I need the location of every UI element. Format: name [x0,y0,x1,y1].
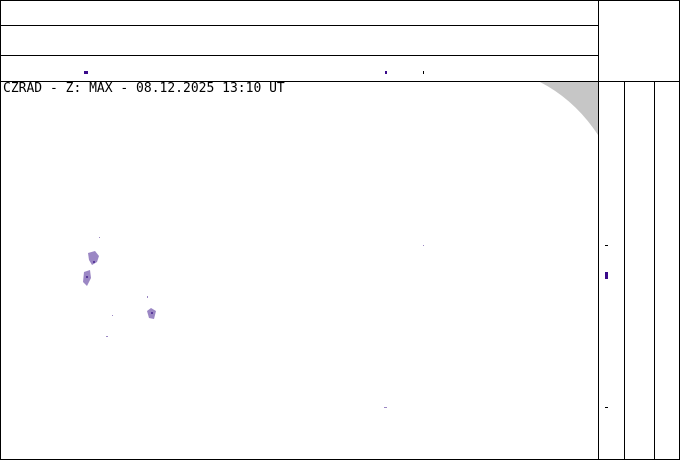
legend-column-divider-1 [624,81,625,460]
echo-speck [423,245,424,246]
out-of-range-area [540,82,598,135]
right-panel-divider [598,0,599,460]
echo-cluster-center [106,296,156,337]
header-row-divider-2 [0,55,598,56]
header-tick [423,71,424,74]
echo-cluster-west [83,237,100,286]
echo-speck [384,407,387,408]
legend-tick [605,245,608,246]
header-bottom-divider [0,81,680,82]
legend-tick [605,407,608,408]
radar-title: CZRAD - Z: MAX - 08.12.2025 13:10 UT [3,81,285,96]
header-tick [385,71,387,74]
legend-column-divider-2 [654,81,655,460]
legend-marker [605,272,608,279]
header-row-divider-1 [0,25,598,26]
header-marker [84,71,88,74]
radar-map [83,82,598,408]
